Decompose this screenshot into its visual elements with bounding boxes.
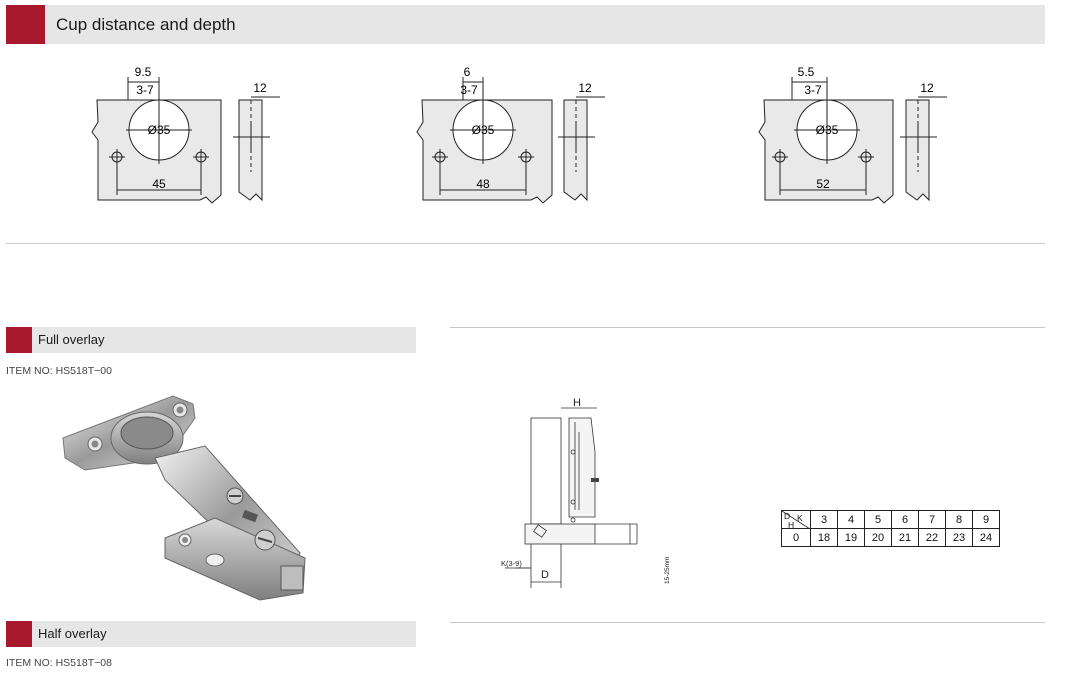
depth-label: 12 xyxy=(920,81,934,95)
depth-label: 12 xyxy=(578,81,592,95)
d-value-cell: 20 xyxy=(864,528,892,547)
header-accent-block xyxy=(6,327,32,353)
d-value-cell: 24 xyxy=(972,528,1000,547)
k-label: K(3-9) xyxy=(501,559,522,568)
cup-drawing-3: 5.5 3-7 Ø35 52 12 xyxy=(758,65,947,204)
d-value-cell: 21 xyxy=(891,528,919,547)
section-header-cup: Cup distance and depth xyxy=(6,5,1045,44)
range-label: 3-7 xyxy=(136,83,154,97)
header-accent-block xyxy=(6,621,32,647)
k-value-cell: 8 xyxy=(945,510,973,529)
corner-h-label: H xyxy=(788,520,794,529)
diameter-label: Ø35 xyxy=(148,123,171,137)
d-label: D xyxy=(541,569,549,581)
center-distance-label: 52 xyxy=(816,177,830,191)
cup-drawing-2: 6 3-7 Ø35 48 12 xyxy=(416,65,605,204)
k-value-cell: 6 xyxy=(891,510,919,529)
d-value-cell: 23 xyxy=(945,528,973,547)
hinge-product-image xyxy=(62,395,306,601)
d-value-cell: 22 xyxy=(918,528,946,547)
offset-label: 9.5 xyxy=(135,65,152,79)
corner-k-label: K xyxy=(797,513,803,523)
center-distance-label: 48 xyxy=(476,177,490,191)
section-header-half-overlay: Half overlay xyxy=(6,621,416,647)
section-title: Cup distance and depth xyxy=(56,15,236,34)
k-value-cell: 9 xyxy=(972,510,1000,529)
divider xyxy=(450,622,1045,623)
installation-side-diagram: H D K(3-9) 15-25mm xyxy=(501,397,670,588)
item-number: ITEM NO: HS518T−00 xyxy=(6,365,112,377)
offset-label: 5.5 xyxy=(798,65,815,79)
diameter-label: Ø35 xyxy=(816,123,839,137)
k-value-cell: 5 xyxy=(864,510,892,529)
k-value-cell: 7 xyxy=(918,510,946,529)
header-accent-block xyxy=(6,5,45,44)
table-row: 0 18 19 20 21 22 23 24 xyxy=(781,528,1000,547)
d-value-cell: 19 xyxy=(837,528,865,547)
table-corner-cell: D K H xyxy=(781,510,811,529)
corner-d-label: D xyxy=(784,511,790,521)
divider xyxy=(6,243,1045,244)
table-row: D K H 3 4 5 6 7 8 9 xyxy=(781,510,1000,529)
cup-drawing-1: 9.5 3-7 Ø35 45 12 xyxy=(91,65,280,204)
k-d-table: D K H 3 4 5 6 7 8 9 0 18 19 20 21 22 23 … xyxy=(781,510,1000,547)
k-value-cell: 3 xyxy=(810,510,838,529)
offset-label: 6 xyxy=(464,65,471,79)
range-label: 3-7 xyxy=(460,83,478,97)
divider xyxy=(450,327,1045,328)
h-value-cell: 0 xyxy=(781,528,811,547)
depth-label: 12 xyxy=(253,81,267,95)
corner-diagonal: D K H xyxy=(782,511,810,529)
section-title: Full overlay xyxy=(38,332,105,347)
range-label: 15-25mm xyxy=(664,557,670,584)
d-value-cell: 18 xyxy=(810,528,838,547)
k-value-cell: 4 xyxy=(837,510,865,529)
item-number: ITEM NO: HS518T−08 xyxy=(6,657,112,669)
section-header-full-overlay: Full overlay xyxy=(6,327,416,353)
center-distance-label: 45 xyxy=(152,177,166,191)
section-title: Half overlay xyxy=(38,626,107,641)
h-label: H xyxy=(573,397,581,409)
range-label: 3-7 xyxy=(804,83,822,97)
diameter-label: Ø35 xyxy=(472,123,495,137)
